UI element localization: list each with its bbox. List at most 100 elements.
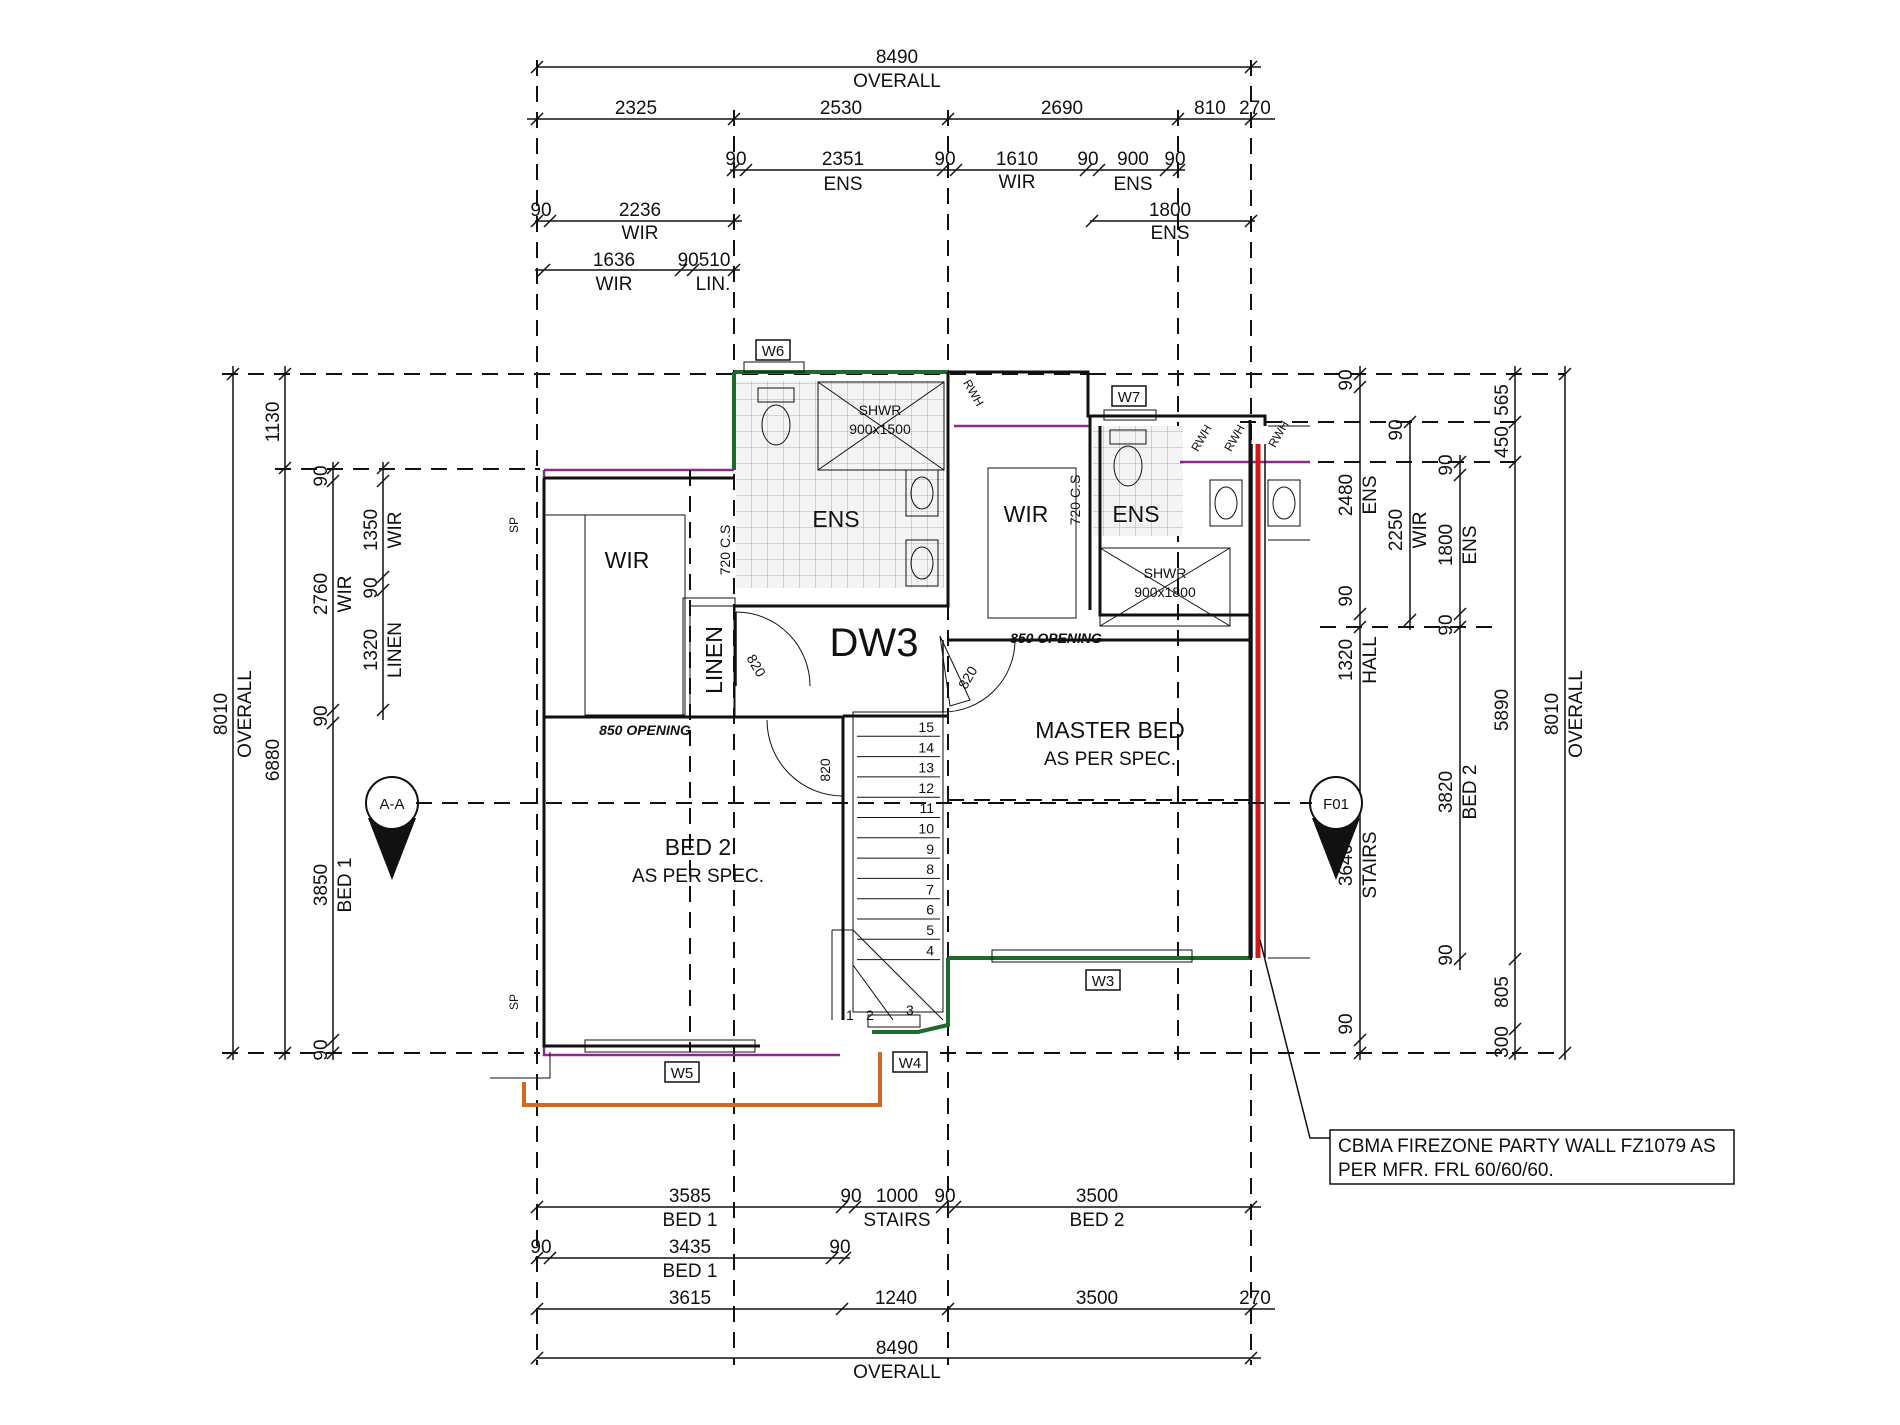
left-dim-1350-label: WIR [385, 512, 406, 549]
left-dim-2760: 2760 [311, 573, 332, 615]
bottom-dim-90d: 90 [829, 1237, 850, 1258]
bottom-overall-value: 8490 [876, 1338, 918, 1359]
bottom-dimensions: 3585 BED 1 90 1000 STAIRS 90 3500 BED 2 … [530, 1186, 1275, 1383]
stair-number: 11 [919, 800, 934, 816]
stair-number: 1 [846, 1007, 854, 1023]
rwh-2: RWH [1188, 422, 1214, 454]
right-dim-3640-label: STAIRS [1360, 831, 1381, 898]
room-bed2-spec: AS PER SPEC. [632, 866, 764, 887]
window-w4-label: W4 [899, 1055, 922, 1072]
bottom-dim-3500b: 3500 [1076, 1288, 1118, 1309]
shower-left-size: 900x1500 [849, 421, 911, 437]
left-dim-1320-label: LINEN [385, 622, 406, 678]
top-dim-900: 900 [1117, 149, 1149, 170]
top-dim-lin-label: LIN. [696, 274, 731, 295]
top-dim-2530: 2530 [820, 98, 862, 119]
room-master-bed: MASTER BED [1035, 717, 1185, 743]
right-dim-5890: 5890 [1492, 689, 1513, 731]
opening-850-right: 850 OPENING [1010, 630, 1102, 646]
window-w4 [867, 1014, 928, 1073]
toilet-left [757, 387, 795, 446]
shower-left-label: SHWR [859, 402, 902, 418]
top-overall-label: OVERALL [853, 71, 941, 92]
top-dim-2351: 2351 [822, 149, 864, 170]
left-dim-1130: 1130 [263, 402, 284, 443]
left-dim-1350: 1350 [361, 509, 382, 551]
right-dim-2250-label: WIR [1410, 512, 1431, 549]
stair-number: 2 [866, 1007, 874, 1023]
top-dim-900-label: ENS [1113, 174, 1152, 195]
shower-right [1099, 547, 1231, 627]
sp-top: SP [507, 517, 521, 533]
left-overall-value: 8010 [211, 693, 232, 735]
door-820-bed2: 820 [817, 758, 833, 782]
door-820-master: 820 [955, 663, 981, 691]
basin-left-1 [905, 469, 939, 517]
right-dim-2480: 2480 [1336, 474, 1357, 516]
cs-right: 720 C.S [1067, 475, 1083, 526]
top-dim-90c: 90 [1077, 149, 1098, 170]
right-dim-2250: 2250 [1386, 509, 1407, 551]
right-dim-90-g: 90 [1436, 944, 1457, 965]
right-dim-1320-label: HALL [1360, 636, 1381, 684]
top-dim-90a: 90 [725, 149, 746, 170]
right-dim-90-e: 90 [1436, 454, 1457, 475]
top-dimensions: 8490 OVERALL 2325 2530 2690 810 270 90 2… [527, 47, 1275, 1365]
stair-number: 14 [918, 739, 934, 755]
top-dim-810: 810 [1194, 98, 1226, 119]
bottom-dim-90b: 90 [934, 1186, 955, 1207]
shower-left [817, 381, 945, 471]
room-dw3: DW3 [830, 621, 919, 665]
left-dim-90-d: 90 [361, 577, 382, 598]
note-line-1: CBMA FIREZONE PARTY WALL FZ1079 AS [1338, 1136, 1716, 1157]
right-dim-2480-label: ENS [1360, 475, 1381, 514]
stair-number: 4 [926, 942, 934, 958]
room-bed2: BED 2 [665, 834, 731, 860]
top-dim-90510: 90510 [678, 250, 731, 271]
door-linen [735, 611, 811, 687]
room-linen: LINEN [701, 626, 727, 694]
plan-body [365, 339, 1735, 1185]
left-dimensions: 8010 OVERALL 1130 6880 90 2760 WIR 90 38… [211, 366, 1090, 1061]
sp-bottom: SP [507, 994, 521, 1010]
left-dim-90-c: 90 [311, 1039, 332, 1060]
wir-right-area [987, 467, 1077, 619]
basin-right-2 [1267, 479, 1301, 527]
opening-850-left: 850 OPENING [599, 722, 691, 738]
bottom-dim-3500: 3500 [1076, 1186, 1118, 1207]
right-dim-90-c: 90 [1336, 1013, 1357, 1034]
left-dim-6880: 6880 [263, 739, 284, 781]
shower-right-size: 900x1800 [1134, 584, 1196, 600]
top-dim-2690: 2690 [1041, 98, 1083, 119]
window-w7 [1103, 385, 1157, 421]
left-overall-label: OVERALL [235, 670, 256, 758]
balcony-outline [522, 1052, 882, 1107]
window-w6-label: W6 [762, 343, 785, 360]
right-dim-300: 300 [1492, 1026, 1513, 1058]
room-wir-right: WIR [1004, 501, 1049, 527]
bottom-dim-3585-label: BED 1 [663, 1210, 718, 1231]
window-w3 [991, 949, 1193, 991]
bottom-dim-1240: 1240 [875, 1288, 917, 1309]
note-box [1329, 1129, 1735, 1185]
top-dim-270: 270 [1239, 98, 1271, 119]
basin-right-1 [1209, 479, 1243, 527]
room-labels: WIR ENS WIR ENS DW3 LINEN MASTER BED AS … [605, 501, 1185, 887]
room-ens-right: ENS [1112, 501, 1159, 527]
room-ens-left: ENS [812, 506, 859, 532]
right-dim-90-f: 90 [1436, 614, 1457, 635]
bottom-dim-3435: 3435 [669, 1237, 711, 1258]
left-dim-2760-label: WIR [335, 576, 356, 613]
window-w7-label: W7 [1118, 389, 1141, 406]
window-w3-label: W3 [1092, 973, 1115, 990]
right-dim-805: 805 [1492, 976, 1513, 1008]
stair-number: 10 [918, 821, 934, 837]
top-dim-2325: 2325 [615, 98, 657, 119]
right-dim-1800: 1800 [1436, 524, 1457, 566]
bottom-overall-label: OVERALL [853, 1362, 941, 1383]
right-dim-90-d: 90 [1386, 419, 1407, 440]
top-dim-2236-label: WIR [622, 223, 659, 244]
left-dim-3850: 3850 [311, 864, 332, 906]
